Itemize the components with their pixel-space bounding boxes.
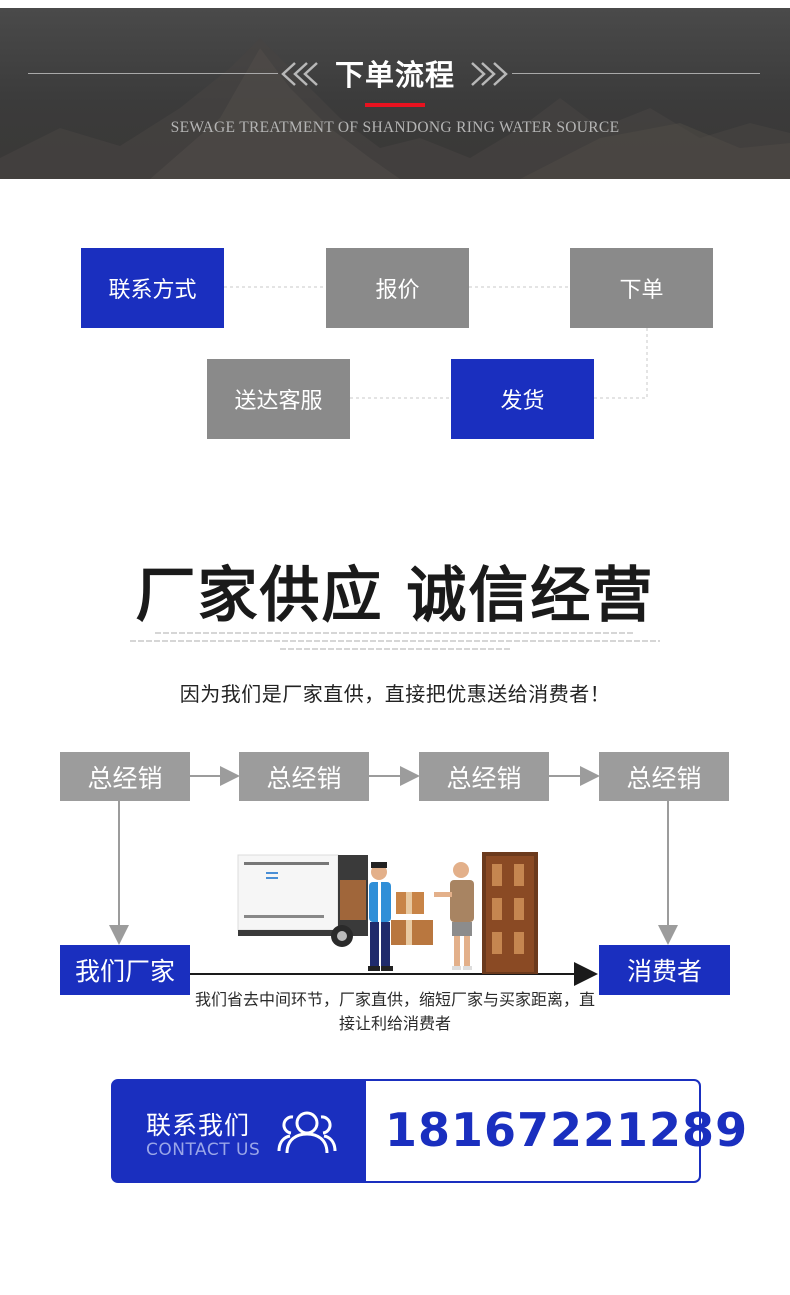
step-order: 下单: [570, 248, 713, 328]
process-connectors: [224, 286, 648, 399]
step-contact: 联系方式: [81, 248, 224, 328]
page-subtitle: SEWAGE TREATMENT OF SHANDONG RING WATER …: [170, 119, 620, 136]
mountain-background: [0, 38, 790, 179]
double-chevron-left-icon: [281, 62, 318, 86]
slogan-intro: 因为我们是厂家直供，直接把优惠送给消费者！: [179, 682, 611, 706]
distribution-note: 我们省去中间环节，厂家直供，缩短厂家与买家距离，直接让利给消费者: [194, 990, 595, 1033]
step-quote: 报价: [326, 248, 469, 328]
distributor-box-1: 总经销: [60, 752, 190, 801]
slogan-title: 厂家供应 诚信经营: [135, 561, 655, 631]
header-line-right: [512, 73, 760, 74]
page-title: 下单流程: [334, 58, 455, 92]
contact-title: 联系我们: [146, 1111, 251, 1140]
double-chevron-right-icon: [471, 62, 508, 86]
factory-box: 我们厂家: [60, 945, 190, 995]
header-banner: 下单流程 SEWAGE TREATMENT OF SHANDONG RING W…: [0, 8, 790, 179]
distributor-box-2: 总经销: [239, 752, 369, 801]
step-ship: 发货: [451, 359, 594, 439]
contact-phone[interactable]: 18167221289: [385, 1103, 749, 1157]
distributor-box-3: 总经销: [419, 752, 549, 801]
consumer-box: 消费者: [599, 945, 730, 995]
people-icon: [277, 1111, 337, 1154]
decorative-fine-print: [130, 632, 660, 650]
contact-title-en: CONTACT US: [146, 1140, 261, 1160]
distributor-box-4: 总经销: [599, 752, 729, 801]
title-underline: [365, 103, 425, 107]
delivery-illustration: [237, 852, 538, 974]
contact-label-panel: 联系我们 CONTACT US: [113, 1081, 366, 1181]
contact-bar[interactable]: 联系我们 CONTACT US 18167221289: [111, 1079, 747, 1183]
header-line-left: [28, 73, 278, 74]
step-service: 送达客服: [207, 359, 350, 439]
